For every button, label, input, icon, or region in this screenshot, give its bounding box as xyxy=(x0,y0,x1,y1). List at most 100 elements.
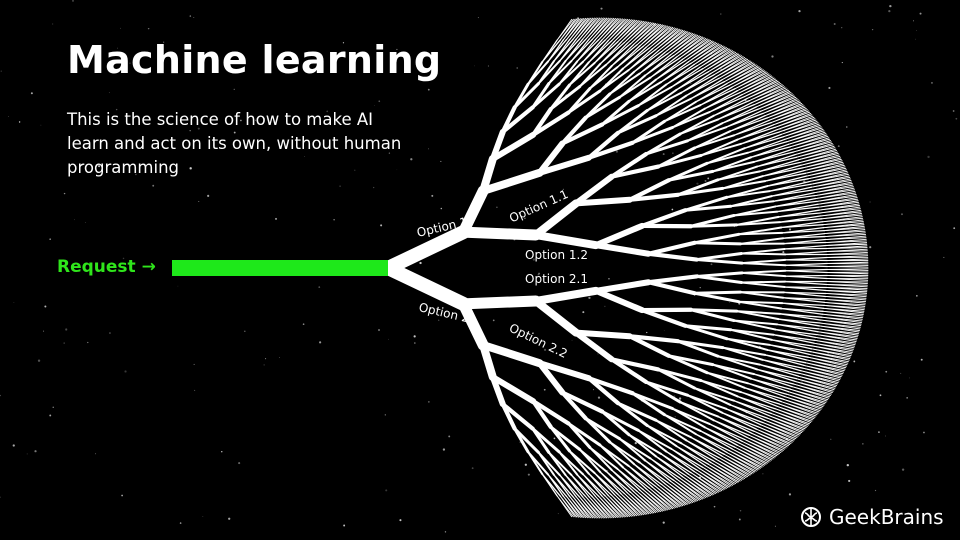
star xyxy=(197,127,200,130)
tree-branch xyxy=(753,89,789,106)
tree-branch xyxy=(724,64,757,83)
tree-branch xyxy=(627,192,681,202)
geekbrains-logo: GeekBrains xyxy=(800,505,944,529)
tree-branch xyxy=(689,223,739,228)
star xyxy=(388,152,391,154)
tree-branch xyxy=(736,74,771,92)
tree-branch xyxy=(813,342,854,352)
tree-branch xyxy=(756,368,796,383)
star xyxy=(304,156,306,157)
tree-branch xyxy=(457,226,542,241)
tree-branch xyxy=(573,173,615,207)
tree-branch xyxy=(620,493,643,516)
tree-branch xyxy=(784,259,828,262)
tree-branch xyxy=(721,62,754,81)
tree-branch xyxy=(531,286,600,305)
star xyxy=(885,435,886,437)
tree-branch xyxy=(559,495,576,518)
tree-branch xyxy=(588,496,608,519)
tree-branch xyxy=(627,178,672,202)
tree-branch xyxy=(683,324,729,341)
tree-branch xyxy=(782,235,826,239)
star xyxy=(202,516,204,517)
star xyxy=(263,364,265,366)
tree-branch xyxy=(706,371,746,389)
tree-branch xyxy=(699,468,729,489)
star xyxy=(919,12,922,15)
star xyxy=(913,20,914,22)
tree-branch xyxy=(646,424,678,448)
tree-branch xyxy=(679,38,708,59)
star xyxy=(720,68,722,70)
tree-branch xyxy=(381,261,471,311)
tree-branch xyxy=(737,231,784,236)
tree-branch xyxy=(721,108,760,124)
tree-branch xyxy=(616,45,644,68)
tree-branch xyxy=(627,22,651,44)
tree-branch xyxy=(559,38,581,62)
star xyxy=(774,525,776,527)
tree-branch xyxy=(627,81,663,103)
tree-branch xyxy=(695,258,744,265)
star xyxy=(12,444,15,447)
tree-branch xyxy=(640,208,688,228)
tree-branch xyxy=(623,492,646,515)
star xyxy=(193,363,195,365)
star xyxy=(662,521,665,524)
tree-branch xyxy=(479,154,497,195)
tree-branch xyxy=(806,359,846,370)
tree-branch xyxy=(756,156,798,168)
star xyxy=(427,88,430,91)
star xyxy=(885,370,888,373)
tree-branch xyxy=(644,380,682,404)
tree-branch xyxy=(489,374,506,408)
tree-branch xyxy=(707,463,738,484)
star xyxy=(76,58,78,59)
tree-branch xyxy=(558,60,585,86)
star xyxy=(915,38,917,40)
tree-branch xyxy=(802,367,842,379)
tree-branch xyxy=(611,469,635,493)
tree-branch xyxy=(735,310,780,321)
star xyxy=(40,124,42,126)
tree-branch xyxy=(766,178,809,187)
tree-branch xyxy=(746,436,780,455)
tree-branch xyxy=(500,401,535,431)
star xyxy=(442,448,446,451)
tree-branch xyxy=(633,50,663,73)
tree-branch xyxy=(616,468,641,492)
tree-branch xyxy=(693,232,741,245)
star xyxy=(848,479,851,483)
tree-branch xyxy=(667,354,709,375)
tree-branch xyxy=(741,271,787,278)
tree-branch xyxy=(741,440,775,459)
tree-branch xyxy=(736,395,775,412)
tree-branch xyxy=(656,153,703,169)
star xyxy=(720,13,722,15)
tree-branch xyxy=(628,465,654,488)
star xyxy=(440,160,442,162)
star xyxy=(116,47,118,49)
tree-branch xyxy=(814,339,855,349)
tree-branch xyxy=(673,35,702,57)
tree-branch xyxy=(673,479,700,501)
tree-branch xyxy=(781,229,825,234)
tree-branch xyxy=(766,104,804,119)
tree-branch xyxy=(592,222,646,249)
tree-branch xyxy=(663,104,702,123)
star xyxy=(474,65,476,67)
star xyxy=(228,517,231,520)
star xyxy=(798,9,801,13)
tree-branch xyxy=(644,459,672,483)
slide-title: Machine learning xyxy=(67,38,442,82)
tree-branch xyxy=(616,401,658,422)
tree-branch xyxy=(679,477,707,499)
tree-branch xyxy=(645,26,672,48)
tree-branch xyxy=(646,91,683,112)
tree-branch xyxy=(675,445,707,467)
tree-branch xyxy=(794,144,834,156)
tree-branch xyxy=(734,446,767,465)
tree-branch xyxy=(743,387,782,403)
tree-branch xyxy=(575,17,595,40)
tree-branch xyxy=(614,19,638,42)
